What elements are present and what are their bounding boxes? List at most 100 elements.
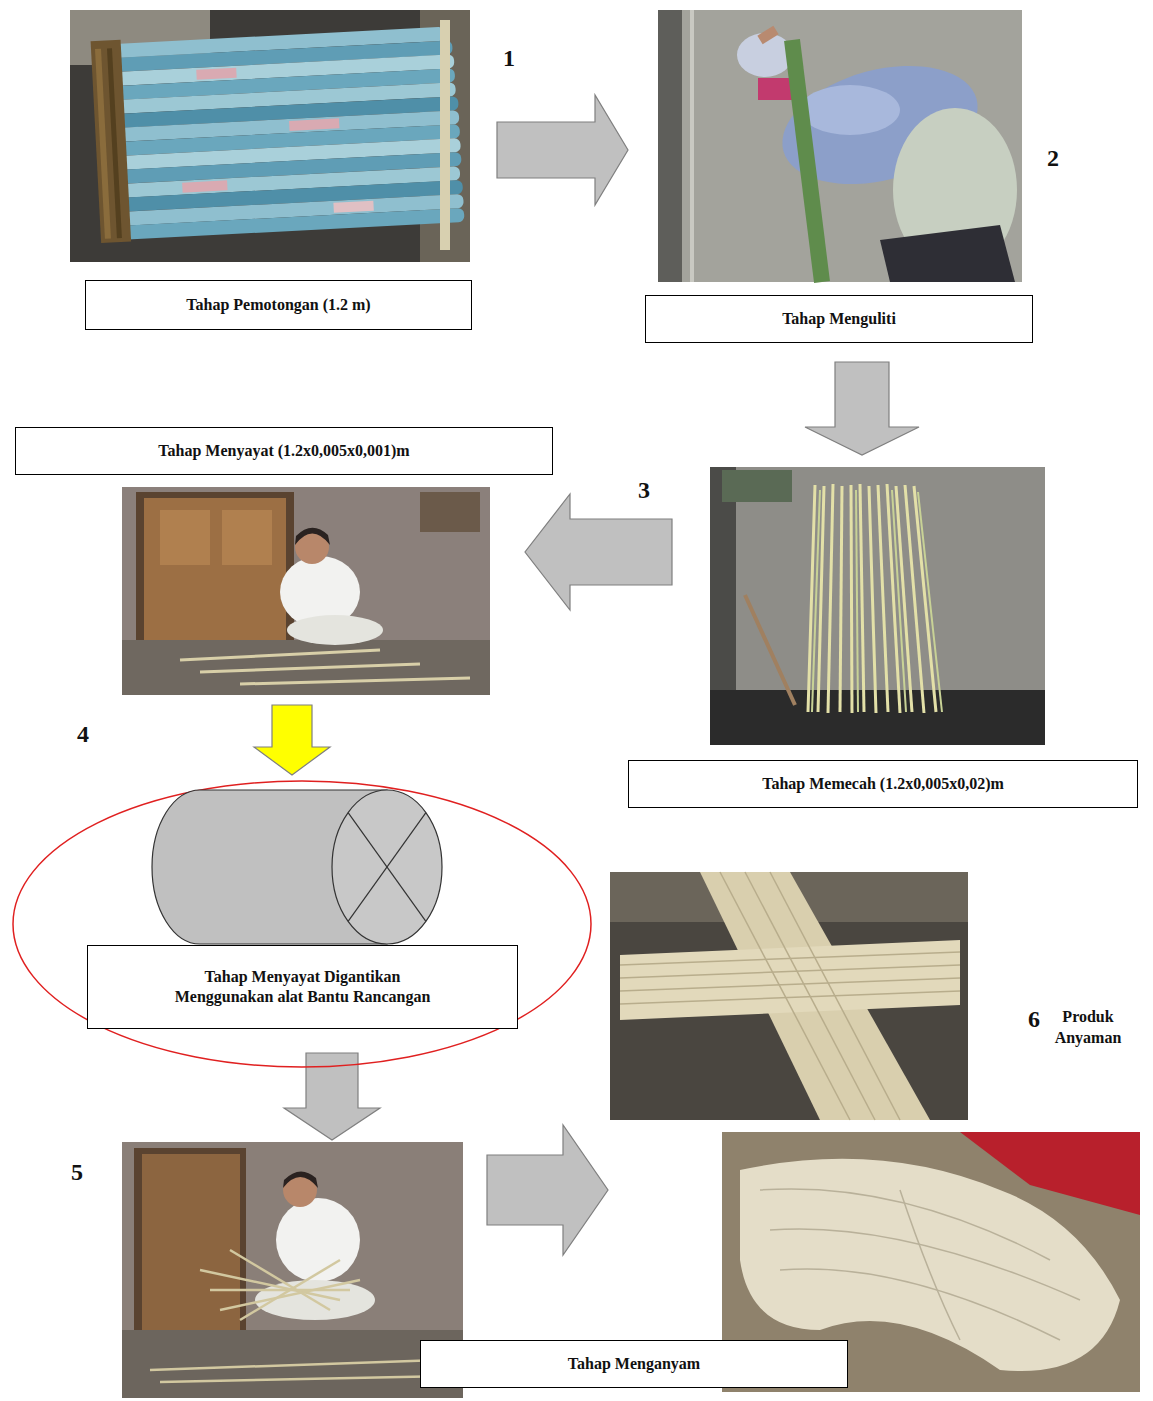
block-arrow xyxy=(497,95,628,205)
block-arrow xyxy=(525,494,672,610)
slicing-photo xyxy=(295,528,330,545)
woven-product-photo xyxy=(620,872,960,1120)
peeling-photo xyxy=(658,10,682,282)
stage-caption: Tahap Menganyam xyxy=(568,1354,700,1374)
split-strips-photo xyxy=(745,595,795,705)
split-strips-photo xyxy=(869,486,876,713)
caption-box: Tahap Menyayat (1.2x0,005x0,001)m xyxy=(15,427,553,475)
weaving-photo xyxy=(150,1360,440,1370)
woven-product-photo xyxy=(610,872,968,1120)
split-strips-photo xyxy=(722,470,792,502)
split-strips-photo xyxy=(878,485,888,712)
caption-box: Tahap Pemotongan (1.2 m) xyxy=(85,280,472,330)
woven-product-photo xyxy=(720,872,850,1120)
weaving-photo xyxy=(160,1376,450,1382)
step-number: 3 xyxy=(638,478,650,502)
slicing-photo xyxy=(222,510,272,565)
step-number: 5 xyxy=(71,1160,83,1184)
caption-box: Tahap Menguliti xyxy=(645,295,1033,343)
peeling-photo xyxy=(658,10,1022,282)
bamboo-bundle-photo xyxy=(107,48,122,238)
split-strips-photo xyxy=(856,490,858,712)
cross-line xyxy=(348,813,426,922)
woven-bundle-photo xyxy=(760,1189,1080,1340)
slicing-photo xyxy=(180,650,380,660)
cross-line xyxy=(348,813,426,922)
woven-product-photo xyxy=(620,978,960,991)
bamboo-bundle-photo xyxy=(91,40,132,243)
split-strips-photo xyxy=(914,486,936,712)
peeling-photo xyxy=(760,30,776,40)
process-stage: Tahap Menganyam xyxy=(122,1142,463,1398)
split-strips-photo xyxy=(860,484,864,712)
split-strips-photo xyxy=(840,486,842,712)
stage-caption: Tahap Menyayat (1.2x0,005x0,001)m xyxy=(158,441,409,461)
product-node: 6Produk Anyaman xyxy=(608,870,1148,1395)
split-strips-photo xyxy=(851,485,852,713)
product-title: Produk Anyaman xyxy=(1044,1007,1132,1049)
slicing-photo xyxy=(240,678,470,684)
slicing-photo xyxy=(160,510,210,565)
split-strips-photo xyxy=(710,467,1045,745)
weaving-photo xyxy=(134,1148,246,1330)
process-stage: Tahap Memecah (1.2x0,005x0,02)m xyxy=(710,467,1045,745)
weaving-photo xyxy=(220,1280,360,1310)
split-strips-photo xyxy=(812,490,942,712)
weaving-photo xyxy=(283,1171,318,1188)
slicing-photo xyxy=(200,664,420,672)
process-stage: Tahap Pemotongan (1.2 m) xyxy=(70,10,470,262)
caption-box: Tahap Menganyam xyxy=(420,1340,848,1388)
woven-bundle-photo xyxy=(770,1229,1080,1300)
process-stage: Tahap Menguliti xyxy=(658,10,1022,282)
weaving-photo xyxy=(240,1260,340,1320)
process-stage: Tahap Menyayat (1.2x0,005x0,001)m xyxy=(122,487,490,695)
caption-box: Tahap Memecah (1.2x0,005x0,02)m xyxy=(628,760,1138,808)
split-strips-photo xyxy=(710,690,1045,745)
bamboo-bundle-photo xyxy=(70,10,470,262)
slicing-photo xyxy=(144,498,286,642)
stage-caption: Tahap Memecah (1.2x0,005x0,02)m xyxy=(762,774,1004,794)
bamboo-bundle-photo xyxy=(116,208,464,240)
woven-bundle-photo xyxy=(900,1190,960,1340)
slicing-photo xyxy=(287,615,383,645)
peeling-photo xyxy=(880,225,1015,282)
bamboo-bundle-photo xyxy=(91,22,465,243)
step-number: 1 xyxy=(503,46,515,70)
stage-caption: Tahap Menyayat Digantikan Menggunakan al… xyxy=(165,967,440,1007)
block-arrow xyxy=(805,362,919,455)
woven-product-photo xyxy=(610,872,968,1120)
split-strips-photo xyxy=(828,484,833,713)
woven-product-photo xyxy=(620,940,960,1020)
slicing-photo xyxy=(180,650,470,684)
weaving-photo xyxy=(142,1154,240,1330)
slicing-photo xyxy=(136,492,294,642)
slicing-photo xyxy=(122,640,490,695)
step-number: 6 xyxy=(1028,1007,1040,1031)
split-strips-photo xyxy=(710,467,1045,745)
split-strips-photo xyxy=(812,490,820,712)
design-tool-ellipse: Tahap Menyayat Digantikan Menggunakan al… xyxy=(12,780,592,1068)
slicing-photo xyxy=(122,487,490,695)
caption-box: Tahap Menyayat Digantikan Menggunakan al… xyxy=(87,945,518,1029)
weaving-photo xyxy=(150,1250,450,1382)
block-arrow xyxy=(254,705,330,775)
split-strips-photo xyxy=(892,490,906,712)
stage-caption: Tahap Pemotongan (1.2 m) xyxy=(186,295,370,315)
bamboo-bundle-photo xyxy=(196,68,236,80)
weaving-photo xyxy=(122,1142,463,1398)
peeling-photo xyxy=(758,78,794,100)
split-strips-photo xyxy=(808,484,936,713)
step-number: 4 xyxy=(77,722,89,746)
woven-bundle-photo xyxy=(780,1269,1060,1340)
weaving-photo xyxy=(276,1198,360,1282)
bamboo-bundle-photo xyxy=(440,20,450,250)
split-strips-photo xyxy=(918,492,942,712)
weaving-photo xyxy=(210,1289,350,1292)
peeling-photo xyxy=(800,85,900,135)
bamboo-bundle-photo xyxy=(70,10,470,262)
woven-product-photo xyxy=(770,872,900,1120)
woven-product-photo xyxy=(745,872,875,1120)
ellipse-outline xyxy=(13,781,591,1067)
bamboo-bundle-photo xyxy=(182,180,227,192)
